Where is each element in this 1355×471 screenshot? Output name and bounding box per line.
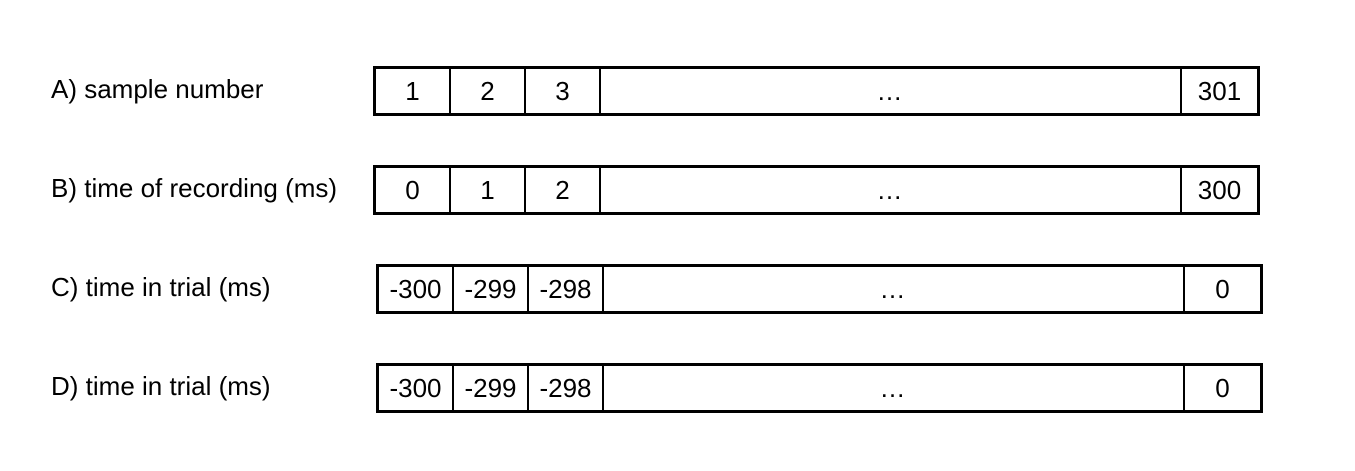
sample-cell: -299 [454,366,529,410]
row-label: D) time in trial (ms) [51,371,271,401]
sample-cell: -298 [529,267,604,311]
ellipsis-cell: … [601,69,1182,113]
sample-cell: 2 [451,69,526,113]
row-label: A) sample number [51,74,264,104]
sample-cell: 2 [526,168,601,212]
sample-cell: 300 [1197,174,1242,205]
sample-cell: -298 [529,366,604,410]
ellipsis-cell: … [601,168,1182,212]
sample-strip: -300 -299 -298 … 0 [376,264,1263,314]
sample-cell: 0 [376,168,451,212]
sample-cell: -300 [379,267,454,311]
sample-cell: 3 [526,69,601,113]
row-label: B) time of recording (ms) [51,173,338,203]
row-time-in-trial-d: D) time in trial (ms) -300 -299 -298 … 0 [0,363,1355,413]
sample-cell: 301 [1197,75,1242,106]
row-time-of-recording: B) time of recording (ms) 0 1 2 … 300 [0,165,1355,215]
sample-strip: -300 -299 -298 … 0 [376,363,1263,413]
sample-strip: 0 1 2 … 300 [373,165,1260,215]
ellipsis-cell: … [604,267,1185,311]
ellipsis-cell: … [604,366,1185,410]
sample-cell: 0 [1215,372,1230,403]
sample-cell: 0 [1215,273,1230,304]
sample-cell: 1 [451,168,526,212]
row-sample-number: A) sample number 1 2 3 … 301 [0,66,1355,116]
row-time-in-trial-c: C) time in trial (ms) -300 -299 -298 … 0 [0,264,1355,314]
sample-cell: -299 [454,267,529,311]
row-label: C) time in trial (ms) [51,272,271,302]
sample-cell: 1 [376,69,451,113]
sample-cell: -300 [379,366,454,410]
sample-strip: 1 2 3 … 301 [373,66,1260,116]
